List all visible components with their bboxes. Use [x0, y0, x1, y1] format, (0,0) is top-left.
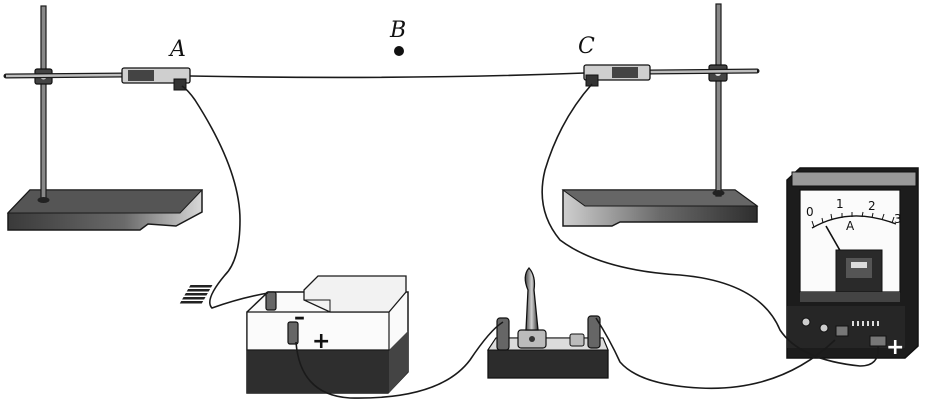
ammeter: 0 1 2 3 A + [786, 167, 919, 360]
point-b-dot [394, 46, 404, 56]
connector-c [583, 64, 651, 87]
point-b-label: B [389, 18, 406, 43]
point-a-label: A [168, 37, 186, 62]
connecting-wires [181, 83, 879, 399]
battery-terminal-negative [265, 291, 277, 311]
ammeter-tick-2: 2 [868, 199, 876, 213]
battery-vents [179, 285, 213, 304]
battery: – + [179, 275, 409, 394]
wire-battery-to-switch [295, 321, 504, 399]
wire-a-to-battery [181, 85, 269, 309]
knife-switch [487, 267, 609, 379]
switch-handle [524, 267, 539, 331]
ammeter-terminals [801, 317, 887, 347]
point-c-label: C [578, 34, 595, 59]
wire-switch-to-ammeter [595, 317, 836, 390]
ammeter-tick-1: 1 [836, 197, 844, 211]
resistance-wire [3, 68, 760, 79]
battery-terminal-positive [287, 321, 299, 345]
connector-a [121, 67, 191, 91]
ammeter-tick-0: 0 [806, 205, 814, 219]
battery-plus-sign: + [312, 329, 330, 354]
left-stand-rod [40, 5, 47, 203]
ammeter-tick-3: 3 [894, 212, 902, 226]
wire-c-to-ammeter [541, 83, 879, 367]
ammeter-plus-sign: + [886, 335, 904, 360]
ammeter-unit-label: A [846, 219, 855, 233]
right-stand-rod [715, 3, 722, 197]
battery-minus-sign: – [294, 305, 305, 330]
